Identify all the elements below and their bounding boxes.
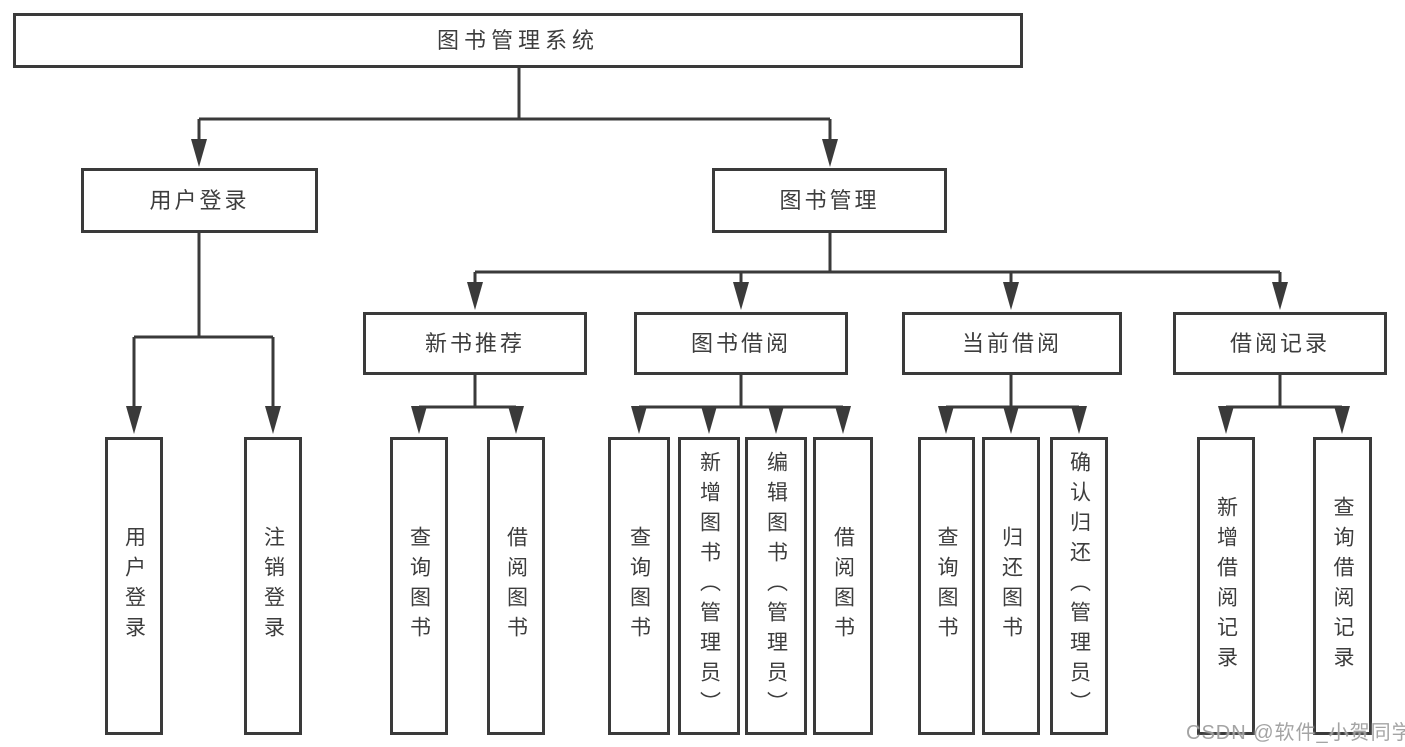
leaf-borrow-books-label: 借阅图书: [831, 526, 855, 646]
leaf-query-books-borrowing-label: 查询图书: [627, 526, 651, 646]
node-user-login: 用户登录: [81, 168, 318, 233]
node-book-management: 图书管理: [712, 168, 947, 233]
leaf-query-books-recommend-label: 查询图书: [407, 526, 431, 646]
leaf-return-books-label: 归还图书: [999, 526, 1023, 646]
leaf-user-login: 用户登录: [105, 437, 163, 735]
node-current-borrowing: 当前借阅: [902, 312, 1122, 375]
leaf-query-books-current: 查询图书: [918, 437, 975, 735]
node-new-book-recommend: 新书推荐: [363, 312, 587, 375]
node-book-borrowing-label: 图书借阅: [690, 330, 791, 356]
leaf-borrow-books-recommend: 借阅图书: [487, 437, 545, 735]
node-borrow-records-label: 借阅记录: [1229, 330, 1330, 356]
leaf-query-books-borrowing: 查询图书: [608, 437, 670, 735]
leaf-query-books-recommend: 查询图书: [390, 437, 448, 735]
node-root-system: 图书管理系统: [13, 13, 1023, 68]
node-book-management-label: 图书管理: [779, 187, 880, 213]
leaf-query-borrow-record-label: 查询借阅记录: [1331, 496, 1354, 676]
csdn-watermark: CSDN @软件_小贺同学: [1186, 722, 1405, 744]
node-current-borrowing-label: 当前借阅: [961, 330, 1062, 356]
node-root-label: 图书管理系统: [436, 27, 599, 53]
leaf-logout: 注销登录: [244, 437, 302, 735]
leaf-confirm-return-admin: 确认归还（管理员）: [1050, 437, 1108, 735]
leaf-confirm-return-admin-label: 确认归还（管理员）: [1067, 451, 1091, 721]
node-user-login-label: 用户登录: [149, 187, 250, 213]
node-new-book-recommend-label: 新书推荐: [424, 330, 525, 356]
leaf-return-books: 归还图书: [982, 437, 1040, 735]
node-book-borrowing: 图书借阅: [634, 312, 848, 375]
leaf-add-books-admin: 新增图书（管理员）: [678, 437, 740, 735]
leaf-query-borrow-record: 查询借阅记录: [1313, 437, 1372, 735]
leaf-edit-books-admin: 编辑图书（管理员）: [745, 437, 807, 735]
leaf-borrow-books-recommend-label: 借阅图书: [504, 526, 528, 646]
leaf-user-login-label: 用户登录: [122, 526, 146, 646]
leaf-logout-label: 注销登录: [261, 526, 285, 646]
leaf-add-borrow-record: 新增借阅记录: [1197, 437, 1255, 735]
leaf-borrow-books: 借阅图书: [813, 437, 873, 735]
leaf-query-books-current-label: 查询图书: [935, 526, 958, 646]
leaf-edit-books-admin-label: 编辑图书（管理员）: [764, 451, 788, 721]
leaf-add-borrow-record-label: 新增借阅记录: [1214, 496, 1238, 676]
leaf-add-books-admin-label: 新增图书（管理员）: [697, 451, 721, 721]
node-borrow-records: 借阅记录: [1173, 312, 1387, 375]
